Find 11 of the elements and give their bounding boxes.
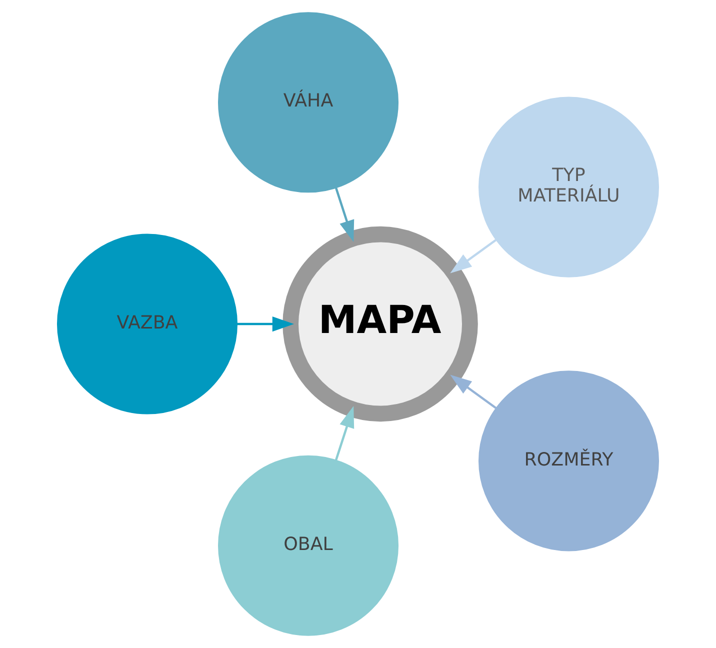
arrow <box>237 316 294 332</box>
arrow <box>450 374 497 409</box>
node-circle: VÁHA <box>218 12 399 193</box>
node-circle: OBAL <box>218 455 399 636</box>
arrow <box>334 187 354 242</box>
node-circle: ROZMĚRY <box>478 370 660 552</box>
node-circle: TYP MATERIÁLU <box>478 96 660 278</box>
node-circle: MAPA <box>282 226 478 422</box>
node-circle: VAZBA <box>56 234 238 414</box>
arrow <box>450 239 497 274</box>
arrow <box>334 406 354 461</box>
